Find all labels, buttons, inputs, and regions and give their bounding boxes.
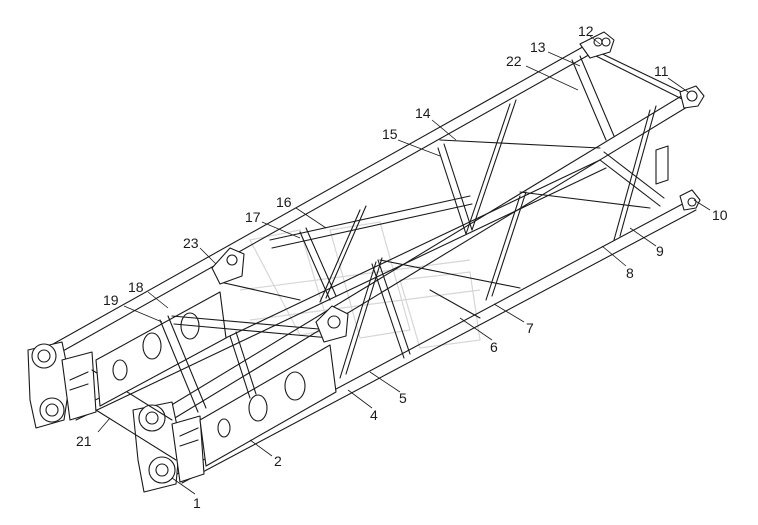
- callout-6: 6: [490, 339, 498, 355]
- callout-2: 2: [274, 453, 282, 469]
- callout-4: 4: [370, 407, 378, 423]
- mounting-lugs: [211, 31, 705, 343]
- callout-1: 1: [193, 495, 201, 511]
- callout-18: 18: [128, 279, 144, 295]
- callout-17: 17: [245, 209, 261, 225]
- callout-16: 16: [276, 194, 292, 210]
- left-end-frame: [27, 341, 205, 493]
- callout-8: 8: [626, 265, 634, 281]
- callout-14: 14: [415, 105, 431, 121]
- callout-labels: 1 2 4 5 6 7 8 9 10 11 12 13 22 14 15 16 …: [76, 23, 728, 511]
- callout-5: 5: [399, 390, 407, 406]
- callout-9: 9: [656, 243, 664, 259]
- lattice-lacing: [159, 55, 665, 413]
- callout-22: 22: [506, 53, 522, 69]
- callout-19: 19: [103, 292, 119, 308]
- leader-lines: [97, 35, 711, 495]
- callout-13: 13: [530, 39, 546, 55]
- callout-23: 23: [183, 235, 199, 251]
- callout-12: 12: [578, 23, 594, 39]
- side-plates: [95, 291, 337, 467]
- callout-7: 7: [526, 320, 534, 336]
- callout-11: 11: [654, 63, 669, 79]
- watermark: [239, 221, 481, 349]
- callout-21: 21: [76, 433, 92, 449]
- callout-10: 10: [712, 207, 728, 223]
- callout-15: 15: [382, 126, 398, 142]
